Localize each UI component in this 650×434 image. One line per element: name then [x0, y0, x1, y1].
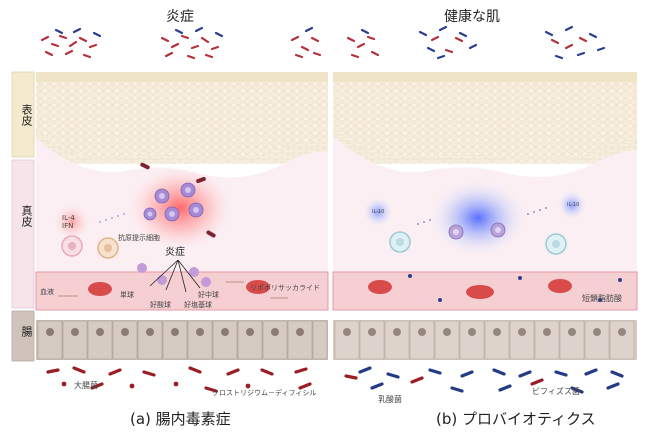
label-epidermis: 表皮: [20, 104, 33, 126]
right-panel: [332, 72, 638, 360]
caption-dysbiosis: (a) 腸内毒素症: [130, 410, 231, 428]
label-antigen-presenting-cell: 抗原提示細胞: [118, 234, 160, 242]
label-dermis: 真皮: [20, 205, 33, 227]
skin-microbes: [40, 25, 606, 60]
label-bifidobacteria: ビフィズス菌: [532, 387, 580, 396]
label-cytokines: IL-4 IFN: [62, 214, 75, 230]
label-neutrophil: 好中球: [198, 291, 219, 299]
label-e-coli: 大腸菌: [74, 381, 98, 390]
gut-bacteria: [46, 366, 624, 394]
label-monocyte: 単球: [120, 291, 134, 299]
label-basophil: 好塩基球: [184, 301, 212, 309]
il10-glow-left: [364, 198, 392, 226]
left-panel: [35, 72, 329, 360]
title-healthy-skin: 健康な肌: [444, 9, 500, 25]
label-il10-left: IL-10: [372, 209, 385, 215]
gut-epithelium-right: [333, 320, 637, 360]
side-column: [11, 71, 35, 362]
left-immune-cells: [61, 162, 216, 259]
label-lactobacillus: 乳酸菌: [378, 395, 402, 404]
label-inflammation: 炎症: [165, 247, 185, 258]
label-gut: 腸: [20, 326, 33, 337]
label-lipopolysaccharide: リポポリサッカライド: [250, 284, 320, 292]
label-clostridium: クロストリジウム－ディフィシル: [212, 389, 317, 397]
title-inflammation: 炎症: [166, 9, 194, 25]
inflammation-glow: [128, 166, 232, 250]
right-immune-cells: [389, 207, 567, 255]
label-blood: 血液: [40, 288, 54, 296]
cytokine-glow: [54, 204, 90, 240]
gut-epithelium: [36, 320, 328, 360]
inflammation-arrows: [149, 259, 201, 293]
il10-glow-right: [558, 191, 586, 219]
caption-probiotics: (b) プロバイオティクス: [436, 410, 596, 428]
label-il10-right: IL-10: [567, 202, 580, 208]
blood-vessel: [35, 271, 329, 311]
vessel-contents: [58, 263, 622, 302]
label-short-chain-fatty-acid: 短鎖脂肪酸: [582, 294, 622, 303]
healthy-glow: [430, 180, 526, 256]
label-eosinophil: 好酸球: [150, 301, 171, 309]
